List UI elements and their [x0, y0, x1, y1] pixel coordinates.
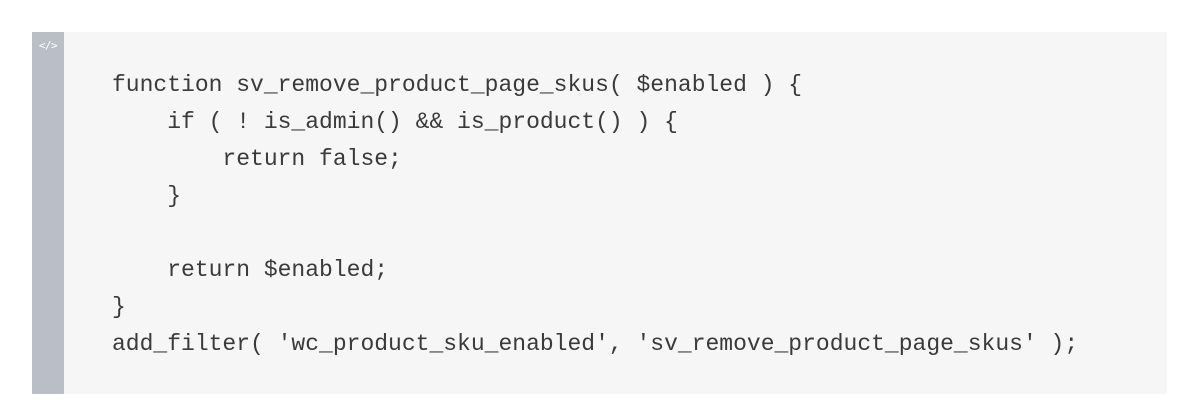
code-line-5	[112, 215, 1167, 252]
code-line-1: function sv_remove_product_page_skus( $e…	[112, 72, 803, 98]
code-gutter: </>	[32, 32, 64, 394]
code-line-3: return false;	[112, 146, 402, 172]
code-content[interactable]: function sv_remove_product_page_skus( $e…	[64, 32, 1167, 394]
code-line-7: }	[112, 294, 126, 320]
code-icon: </>	[38, 39, 58, 52]
code-line-8: add_filter( 'wc_product_sku_enabled', 's…	[112, 331, 1079, 357]
code-line-4: }	[112, 183, 182, 209]
code-block: </> function sv_remove_product_page_skus…	[32, 32, 1167, 394]
code-line-6: return $enabled;	[112, 257, 389, 283]
code-line-2: if ( ! is_admin() && is_product() ) {	[112, 109, 678, 135]
